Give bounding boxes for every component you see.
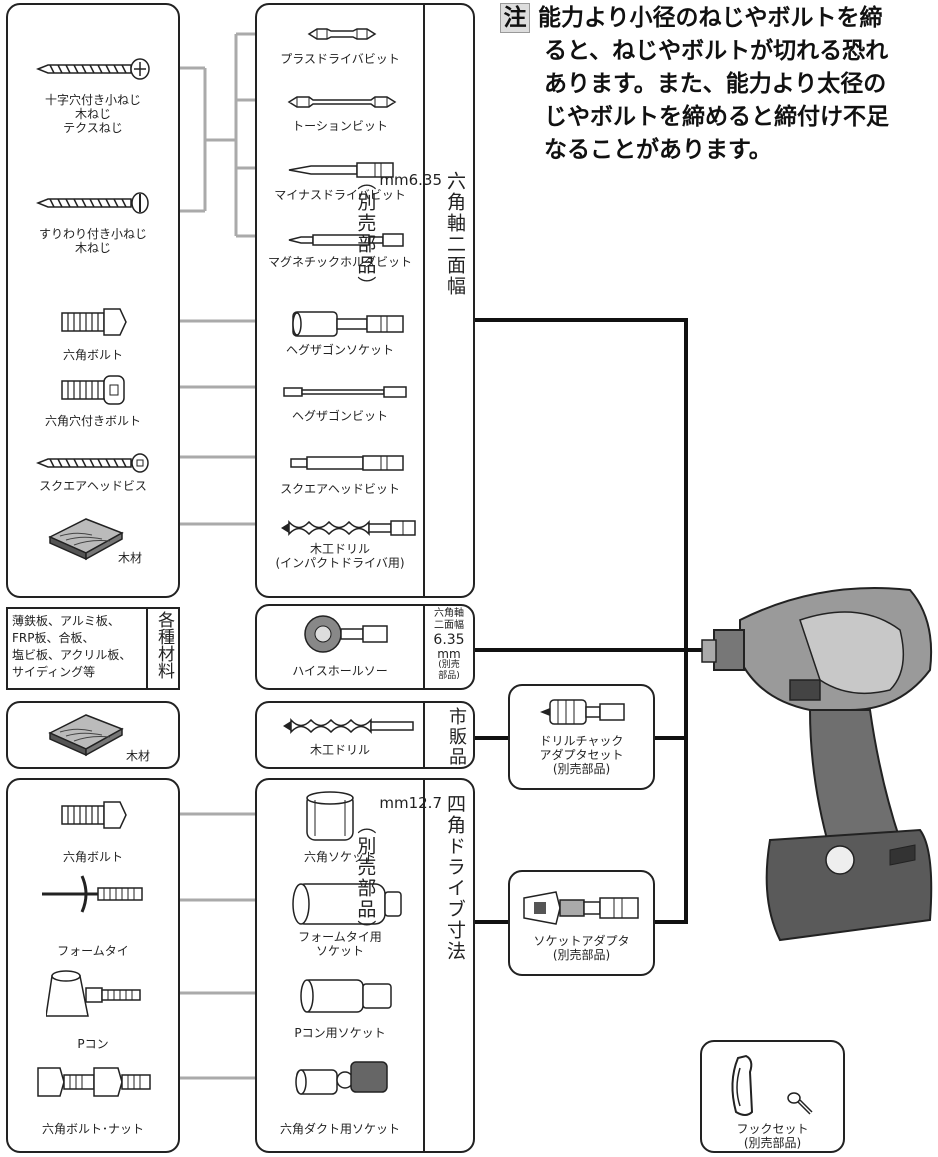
form-tie-icon [42,875,143,913]
hex-socket-icon [306,791,354,841]
cross-head-screw-icon [36,58,150,80]
hex-shank-unit: mm [379,171,409,189]
note-line-4: じやボルトを締めると締付け不足 [544,104,889,130]
wood-drill-market-label: 木工ドリル [309,743,370,757]
phillips-bit-label: プラスドライバビット [280,52,400,66]
hole-saw-unit: mm [437,647,461,661]
form-tie-socket-label: フォームタイ用 ソケット [298,930,382,958]
hexagon-bit-icon [283,386,407,398]
wood-drill-icon-2 [283,718,414,734]
socket-adapter-panel: ソケットアダプタ (別売部品) [508,870,655,976]
hole-saw-note: (別売 部品) [438,660,460,681]
note-line-5: なることがあります。 [544,137,772,163]
screw-icon [787,1092,813,1115]
screw-types-panel: 十字穴付き小ねじ 木ねじ テクスねじ すりわり付き小ねじ 木ねじ 六角ボルト 六… [6,3,180,598]
square-drive-category-text: 四角ドライブ寸法 [444,794,466,962]
form-tie-socket-icon [292,883,402,925]
impact-driver-icon [701,587,933,942]
hexagon-bit-label: ヘグザゴンビット [291,409,388,423]
materials-list: 薄鉄板、アルミ板、 FRP板、合板、 塩ビ板、アクリル板、 サイディング等 [12,614,132,679]
materials-divider [146,609,148,688]
square-head-screw-icon [36,453,149,473]
square-drive-size: 12.7 [408,794,442,812]
hex-bolt-label-2: 六角ボルト [62,850,123,864]
caution-mark: 注 [500,3,530,33]
hex-shank-note: （別売部品） [354,171,377,297]
hex-shank-category: 六角軸二面幅 6.35 mm （別売部品） [354,171,469,297]
note-line-3: あります。また、能力より太径の [544,71,887,97]
torsion-bit-label: トーションビット [292,119,388,133]
hex-shank-size: 6.35 [408,171,442,189]
socket-items-panel: 六角ボルト フォームタイ Pコン 六角ボルト･ナット [6,778,180,1153]
note-line-2: ると、ねじやボルトが切れる恐れ [544,38,889,64]
market-category: 市販品 [446,707,467,767]
hole-saw-icon [304,615,388,653]
square-drive-category: 四角ドライブ寸法 12.7 mm （別売部品） [354,794,469,962]
socket-adapter-label: ソケットアダプタ (別売部品) [533,934,630,962]
slotted-screw-label: すりわり付き小ねじ 木ねじ [38,227,147,255]
hole-saw-label: ハイスホールソー [292,664,388,678]
torsion-bit-icon [287,96,397,108]
divider [423,3,425,598]
wood-drill-market-panel: 木工ドリル 市販品 [255,701,475,769]
hex-shank-category-text: 六角軸二面幅 [444,171,466,297]
socket-adapter-icon [523,891,639,925]
caution-note: 注能力より小径のねじやボルトを締 ると、ねじやボルトが切れる恐れ あります。また… [500,2,938,167]
hexagon-socket-label: ヘグザゴンソケット [285,343,394,357]
hex-socket-bolt-icon [61,375,125,405]
magnetic-holder-bit-label: マグネチックホルダビット [267,255,412,269]
hex-bolt-nut-label: 六角ボルト･ナット [41,1122,144,1136]
wood-label: 木材 [118,551,143,565]
drill-chuck-label: ドリルチャック アダプタセット (別売部品) [539,734,624,776]
market-divider [423,703,425,767]
note-line-1: 能力より小径のねじやボルトを締 [538,5,883,31]
slotted-bit-label: マイナスドライバビット [274,188,406,202]
hex-bolt-label: 六角ボルト [62,348,123,362]
drill-chuck-icon [540,699,625,725]
hexagon-socket-bit-icon [292,311,404,337]
slotted-bit-icon [288,162,394,178]
hook-icon [731,1054,754,1116]
p-con-socket-icon [300,979,392,1013]
cross-screw-label: 十字穴付き小ねじ 木ねじ テクスねじ [44,93,141,135]
phillips-bit-icon [307,28,377,40]
hex-bolt-nut-icon [37,1067,151,1097]
materials-category: 各種材料 [154,611,174,679]
hole-saw-cat-top: 六角軸 二面幅 [434,608,464,631]
magnetic-holder-bit-icon [288,233,404,247]
hole-saw-panel: ハイスホールソー 六角軸 二面幅 6.35 mm (別売 部品) [255,604,475,690]
wood-drill-label: 木工ドリル (インパクトドライバ用) [275,542,405,570]
square-head-bit-label: スクエアヘッドビット [280,482,400,496]
wood-drill-bit-icon [281,520,416,536]
square-drive-note: （別売部品） [354,815,377,941]
hex-socket-label: 六角ソケット [303,850,376,864]
square-head-bit-icon [290,455,404,471]
wood-block-icon [48,518,124,561]
p-con-icon [46,970,141,1017]
duct-socket-label: 六角ダクト用ソケット [279,1122,400,1136]
hex-bits-panel: プラスドライバビット トーションビット マイナスドライバビット マグネチックホル… [255,3,475,598]
hole-saw-size: 6.35 [433,632,465,648]
duct-socket-icon [295,1061,388,1095]
square-drive-unit: mm [379,794,409,812]
wood-label-2: 木材 [126,749,151,763]
hook-set-panel: フックセット (別売部品) [700,1040,845,1153]
square-head-screw-label: スクエアヘッドビス [39,479,147,493]
form-tie-label: フォームタイ [57,944,129,958]
hole-saw-category: 六角軸 二面幅 6.35 mm (別売 部品) [425,608,473,682]
wood-material-panel: 木材 [6,701,180,769]
hex-socket-bolt-label: 六角穴付きボルト [44,414,141,428]
materials-panel: 薄鉄板、アルミ板、 FRP板、合板、 塩ビ板、アクリル板、 サイディング等 各種… [6,607,180,690]
hole-saw-divider [423,606,425,688]
hex-bolt-icon-2 [61,801,127,829]
p-con-label: Pコン [77,1037,109,1051]
square-drive-divider [423,780,425,1151]
hook-set-label: フックセット (別売部品) [736,1122,809,1150]
hex-bolt-icon [61,308,127,336]
p-con-socket-label: Pコン用ソケット [294,1026,386,1040]
wood-block-icon-2 [48,714,124,757]
drill-chuck-adapter-panel: ドリルチャック アダプタセット (別売部品) [508,684,655,790]
slotted-screw-icon [36,192,149,214]
square-drive-panel: 六角ソケット フォームタイ用 ソケット Pコン用ソケット 六角ダクト用ソケット … [255,778,475,1153]
